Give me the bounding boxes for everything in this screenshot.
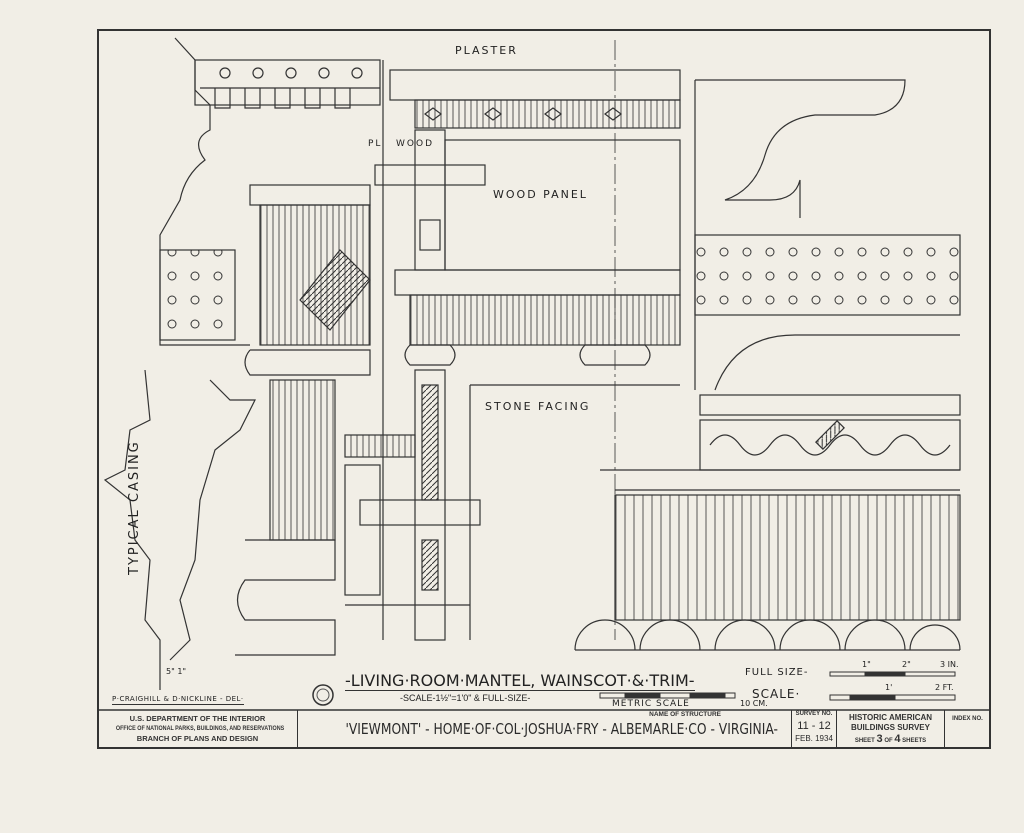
cornice-right xyxy=(574,79,961,651)
habs-line: BUILDINGS SURVEY xyxy=(851,723,930,732)
drawing-title: -LIVING·ROOM·MANTEL, WAINSCOT·&·TRIM- xyxy=(345,671,695,691)
label-stone-facing: STONE FACING xyxy=(485,400,591,414)
scale-label: SCALE· xyxy=(752,687,801,701)
mantel-center xyxy=(344,40,681,641)
full-size-label: FULL SIZE- xyxy=(745,667,809,678)
survey-cell: SURVEY NO. 11 - 12 FEB. 1934 xyxy=(792,710,837,748)
survey-number: 11 - 12 xyxy=(797,720,831,732)
seal-stamp xyxy=(312,684,334,706)
metric-scale-end: 10 CM. xyxy=(740,699,768,708)
survey-caption: SURVEY NO. xyxy=(795,711,833,717)
agency-cell: U.S. DEPARTMENT OF THE INTERIOR OFFICE O… xyxy=(98,710,298,748)
typical-casing-profile xyxy=(103,369,336,690)
index-cell: INDEX NO. xyxy=(945,710,990,748)
full-size-tick: 1" xyxy=(862,660,871,669)
sheet-total: 4 xyxy=(894,733,901,745)
habs-line: HISTORIC AMERICAN xyxy=(848,713,933,722)
metric-scale-label: METRIC SCALE xyxy=(612,699,690,709)
delineators: P·CRAIGHILL & D·NICKLINE - DEL· xyxy=(112,695,244,705)
sheet-border xyxy=(97,29,991,749)
sheet-number: 3 xyxy=(876,733,883,745)
full-size-tick: 2" xyxy=(902,660,911,669)
label-wood: WOOD xyxy=(396,139,434,149)
scale-tick: 2 FT. xyxy=(935,683,954,692)
label-dimension: 5" 1" xyxy=(166,667,187,676)
label-pl: PL xyxy=(368,139,383,149)
sheet-prefix: SHEET xyxy=(854,738,875,744)
scale-note: -SCALE-1½"=1'0" & FULL-SIZE- xyxy=(400,693,531,703)
structure-caption: NAME OF STRUCTURE xyxy=(649,711,721,718)
label-wood-panel: WOOD PANEL xyxy=(493,188,588,202)
sheet-of: OF xyxy=(884,738,893,744)
agency-line: BRANCH OF PLANS AND DESIGN xyxy=(136,734,259,743)
scale-tick: 1' xyxy=(885,683,893,692)
label-plaster: PLASTER xyxy=(455,44,518,57)
label-typical-casing: TYPICAL CASING xyxy=(127,440,142,575)
structure-cell: NAME OF STRUCTURE 'VIEWMONT' - HOME·OF·C… xyxy=(298,710,792,748)
agency-line: OFFICE OF NATIONAL PARKS, BUILDINGS, AND… xyxy=(115,725,285,732)
scale-bars xyxy=(599,671,956,701)
index-caption: INDEX NO. xyxy=(952,716,983,722)
full-size-tick: 3 IN. xyxy=(940,660,959,669)
habs-cell: HISTORIC AMERICAN BUILDINGS SURVEY SHEET… xyxy=(837,710,945,748)
agency-line: U.S. DEPARTMENT OF THE INTERIOR xyxy=(129,714,266,723)
sheet-suffix: SHEETS xyxy=(902,738,927,744)
survey-date: FEB. 1934 xyxy=(795,734,833,743)
cornice-left xyxy=(159,37,381,376)
structure-name: 'VIEWMONT' - HOME·OF·COL·JOSHUA·FRY - AL… xyxy=(345,720,778,738)
sheet-count: SHEET 3 OF 4 SHEETS xyxy=(837,733,944,747)
